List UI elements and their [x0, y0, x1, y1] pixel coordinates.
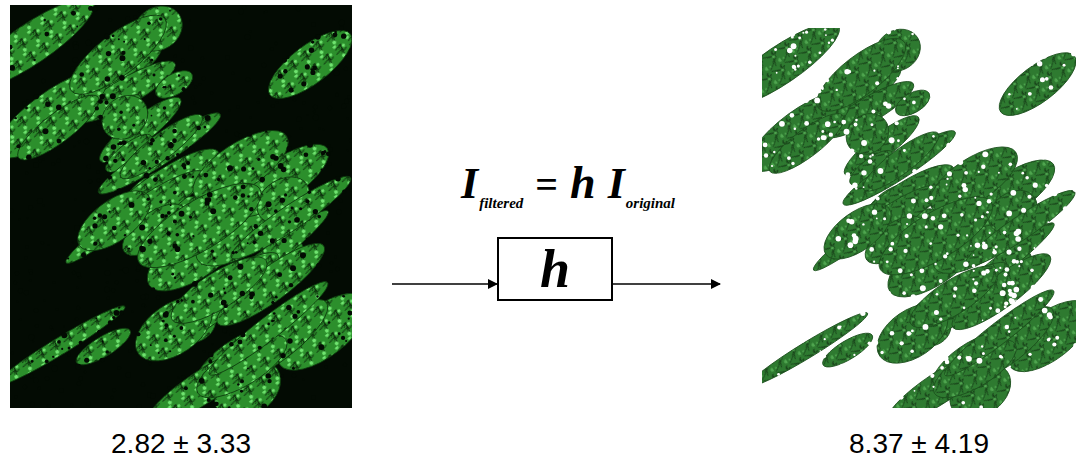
- flow-arrow: [613, 283, 720, 285]
- filter-symbol: h: [540, 242, 570, 296]
- tissue-image: [762, 28, 1076, 408]
- tissue-image: [10, 5, 352, 408]
- filter-box: h: [497, 237, 613, 301]
- equation-term: I: [461, 162, 478, 206]
- equation-term: I: [608, 162, 625, 206]
- subscript: filtered: [479, 196, 523, 211]
- flow-arrow: [392, 283, 497, 285]
- image-panel: 2.82 ± 3.33: [10, 5, 352, 460]
- subscript: original: [626, 196, 675, 211]
- filter-equation: Ifiltered=hIoriginal: [461, 160, 675, 206]
- stat-value: 2.82 ± 3.33: [111, 428, 251, 460]
- stat-value: 8.37 ± 4.19: [849, 428, 989, 460]
- equation-term: =: [535, 165, 558, 205]
- equation-term: h: [570, 160, 596, 206]
- image-panel: 8.37 ± 4.19: [760, 5, 1078, 460]
